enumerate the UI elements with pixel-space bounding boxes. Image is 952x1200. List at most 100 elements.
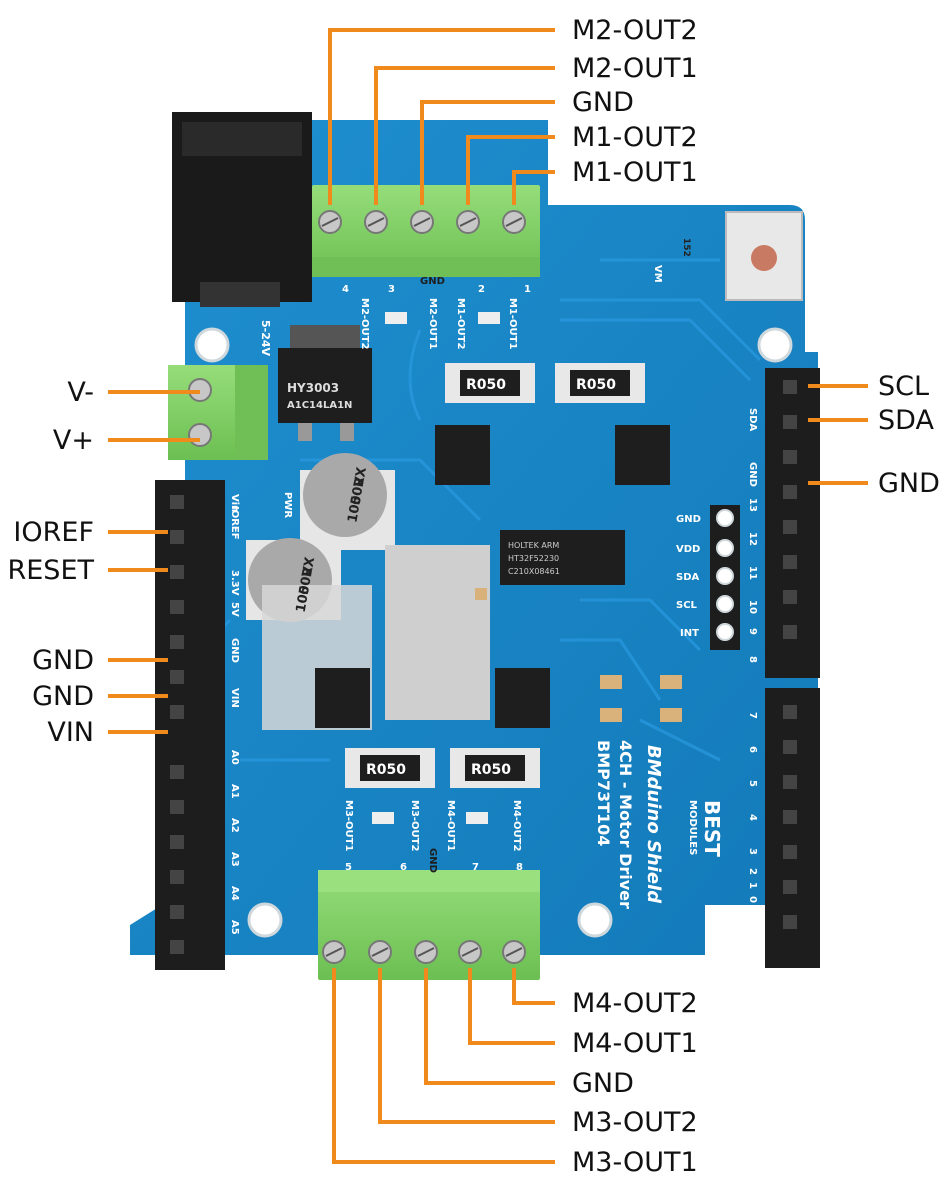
silk-mcu-3: C210X08461 (508, 567, 560, 576)
silk-m3-out2: M3-OUT2 (409, 800, 420, 852)
callout-line-m4-out1 (468, 968, 555, 1045)
silk-bottom-gnd: GND (427, 848, 438, 873)
i2c-header (710, 505, 740, 650)
silk-bottom-pin-5: 5 (345, 862, 352, 873)
label-v-plus: V+ (52, 425, 94, 456)
label-m3-out1: M3-OUT1 (572, 1147, 698, 1178)
silk-left-ioref: IOREF (229, 506, 240, 540)
silk-right-3: 3 (747, 848, 758, 855)
silk-m2-out2: M2-OUT2 (359, 298, 370, 350)
left-headers (155, 480, 225, 970)
voltage-regulator (278, 325, 372, 441)
label-vin: VIN (47, 717, 94, 748)
silk-i2c-int: INT (680, 628, 699, 639)
silk-m4-out1: M4-OUT1 (445, 800, 456, 852)
label-ioref: IOREF (13, 517, 94, 548)
silk-m4-out2: M4-OUT2 (511, 800, 522, 852)
silk-brand-2: MODULES (687, 800, 698, 855)
label-left-gnd-1: GND (32, 645, 94, 676)
silk-m1-out2: M1-OUT2 (455, 298, 466, 350)
dc-jack (172, 112, 312, 307)
silk-i2c-sda: SDA (676, 572, 700, 583)
silk-cap-2-a: 100 (294, 584, 313, 613)
silk-right-7: 7 (747, 712, 758, 719)
label-m2-out1: M2-OUT1 (572, 53, 698, 84)
silk-right-0: 0 (747, 896, 758, 903)
silk-product-1: 4CH - Motor Driver (616, 740, 635, 909)
power-terminal (168, 365, 268, 460)
silk-analog-a5: A5 (229, 920, 240, 935)
silk-m3-out1: M3-OUT1 (343, 800, 354, 852)
silk-right-9: 9 (747, 628, 758, 635)
label-bottom-gnd: GND (572, 1068, 634, 1099)
callout-line-m2-out1 (374, 66, 555, 205)
callout-line-bottom-gnd (424, 968, 555, 1085)
label-m4-out2: M4-OUT2 (572, 988, 698, 1019)
silk-m1-out1: M1-OUT1 (507, 298, 518, 350)
label-m1-out2: M1-OUT2 (572, 122, 698, 153)
silk-top-gnd: GND (420, 276, 445, 287)
silk-right-13: 13 (747, 498, 758, 512)
label-m1-out1: M1-OUT1 (572, 157, 698, 188)
silk-i2c-vdd: VDD (676, 544, 700, 555)
label-m4-out1: M4-OUT1 (572, 1028, 698, 1059)
silk-left-vin: VIN (229, 688, 240, 708)
callout-line-m1-out2 (466, 135, 555, 205)
reset-button (725, 211, 803, 301)
label-reset: RESET (7, 555, 94, 586)
shunt-resistors (345, 363, 645, 788)
silk-input-voltage: 5-24V (259, 320, 272, 357)
silk-i2c-gnd: GND (676, 514, 701, 525)
silk-cap-2-c: RX (300, 556, 318, 578)
silk-analog-a0: A0 (229, 750, 240, 765)
label-m3-out2: M3-OUT2 (572, 1107, 698, 1138)
silk-right-8: 8 (747, 656, 758, 663)
silk-left-5v: 5V (229, 602, 240, 617)
silk-top-pin-2: 2 (478, 284, 485, 295)
silk-analog-a1: A1 (229, 784, 240, 799)
heatsink-pad (385, 545, 490, 720)
silk-analog-a2: A2 (229, 818, 240, 833)
mcu-chip (500, 530, 625, 585)
silk-right-5: 5 (747, 780, 758, 787)
callout-line-m3-out1 (332, 968, 555, 1164)
silk-resistor-1: R050 (466, 377, 506, 393)
silk-bottom-pin-8: 8 (516, 862, 523, 873)
right-header-slots (783, 380, 797, 929)
silk-cap-1-a: 100 (345, 495, 364, 524)
silk-cap-2-b: 50V (297, 566, 317, 596)
silk-top-pin-4: 4 (342, 284, 349, 295)
silk-left-gnd: GND (229, 638, 240, 663)
callout-line-m1-out1 (512, 170, 555, 205)
label-sda: SDA (878, 405, 934, 436)
silk-right-11: 11 (747, 566, 758, 580)
silk-resistor-2: R050 (576, 377, 616, 393)
smd-parts (475, 588, 682, 722)
silk-right-1: 1 (747, 882, 758, 889)
silk-right-12: 12 (747, 532, 758, 546)
silk-right-4: 4 (747, 814, 758, 821)
silk-mcu-1: HOLTEK ARM (508, 541, 559, 550)
silk-regulator-2: A1C14LA1N (287, 400, 352, 411)
silk-product-3: BMP73T104 (594, 740, 613, 846)
silk-product-2: BMduino Shield (643, 745, 664, 904)
silk-cap-1-b: 50V (349, 476, 369, 506)
silk-vin: Vin (229, 494, 240, 512)
callout-line-m3-out2 (378, 968, 555, 1124)
driver-ics (315, 425, 670, 728)
silk-mcu-2: HT32F52230 (508, 554, 559, 563)
silk-pwr: PWR (282, 492, 293, 518)
silk-bottom-pin-6: 6 (400, 862, 407, 873)
label-scl: SCL (878, 371, 930, 402)
callout-line-m2-out2 (328, 28, 555, 205)
top-terminal-block (312, 185, 540, 277)
silk-m2-out1: M2-OUT1 (427, 298, 438, 350)
silk-cap-1-c: RX (352, 466, 370, 488)
silk-vm: VM (652, 265, 663, 283)
label-v-minus: V- (67, 377, 94, 408)
label-left-gnd-2: GND (32, 681, 94, 712)
silk-right-sda: SDA (747, 408, 758, 432)
label-right-gnd: GND (878, 468, 940, 499)
